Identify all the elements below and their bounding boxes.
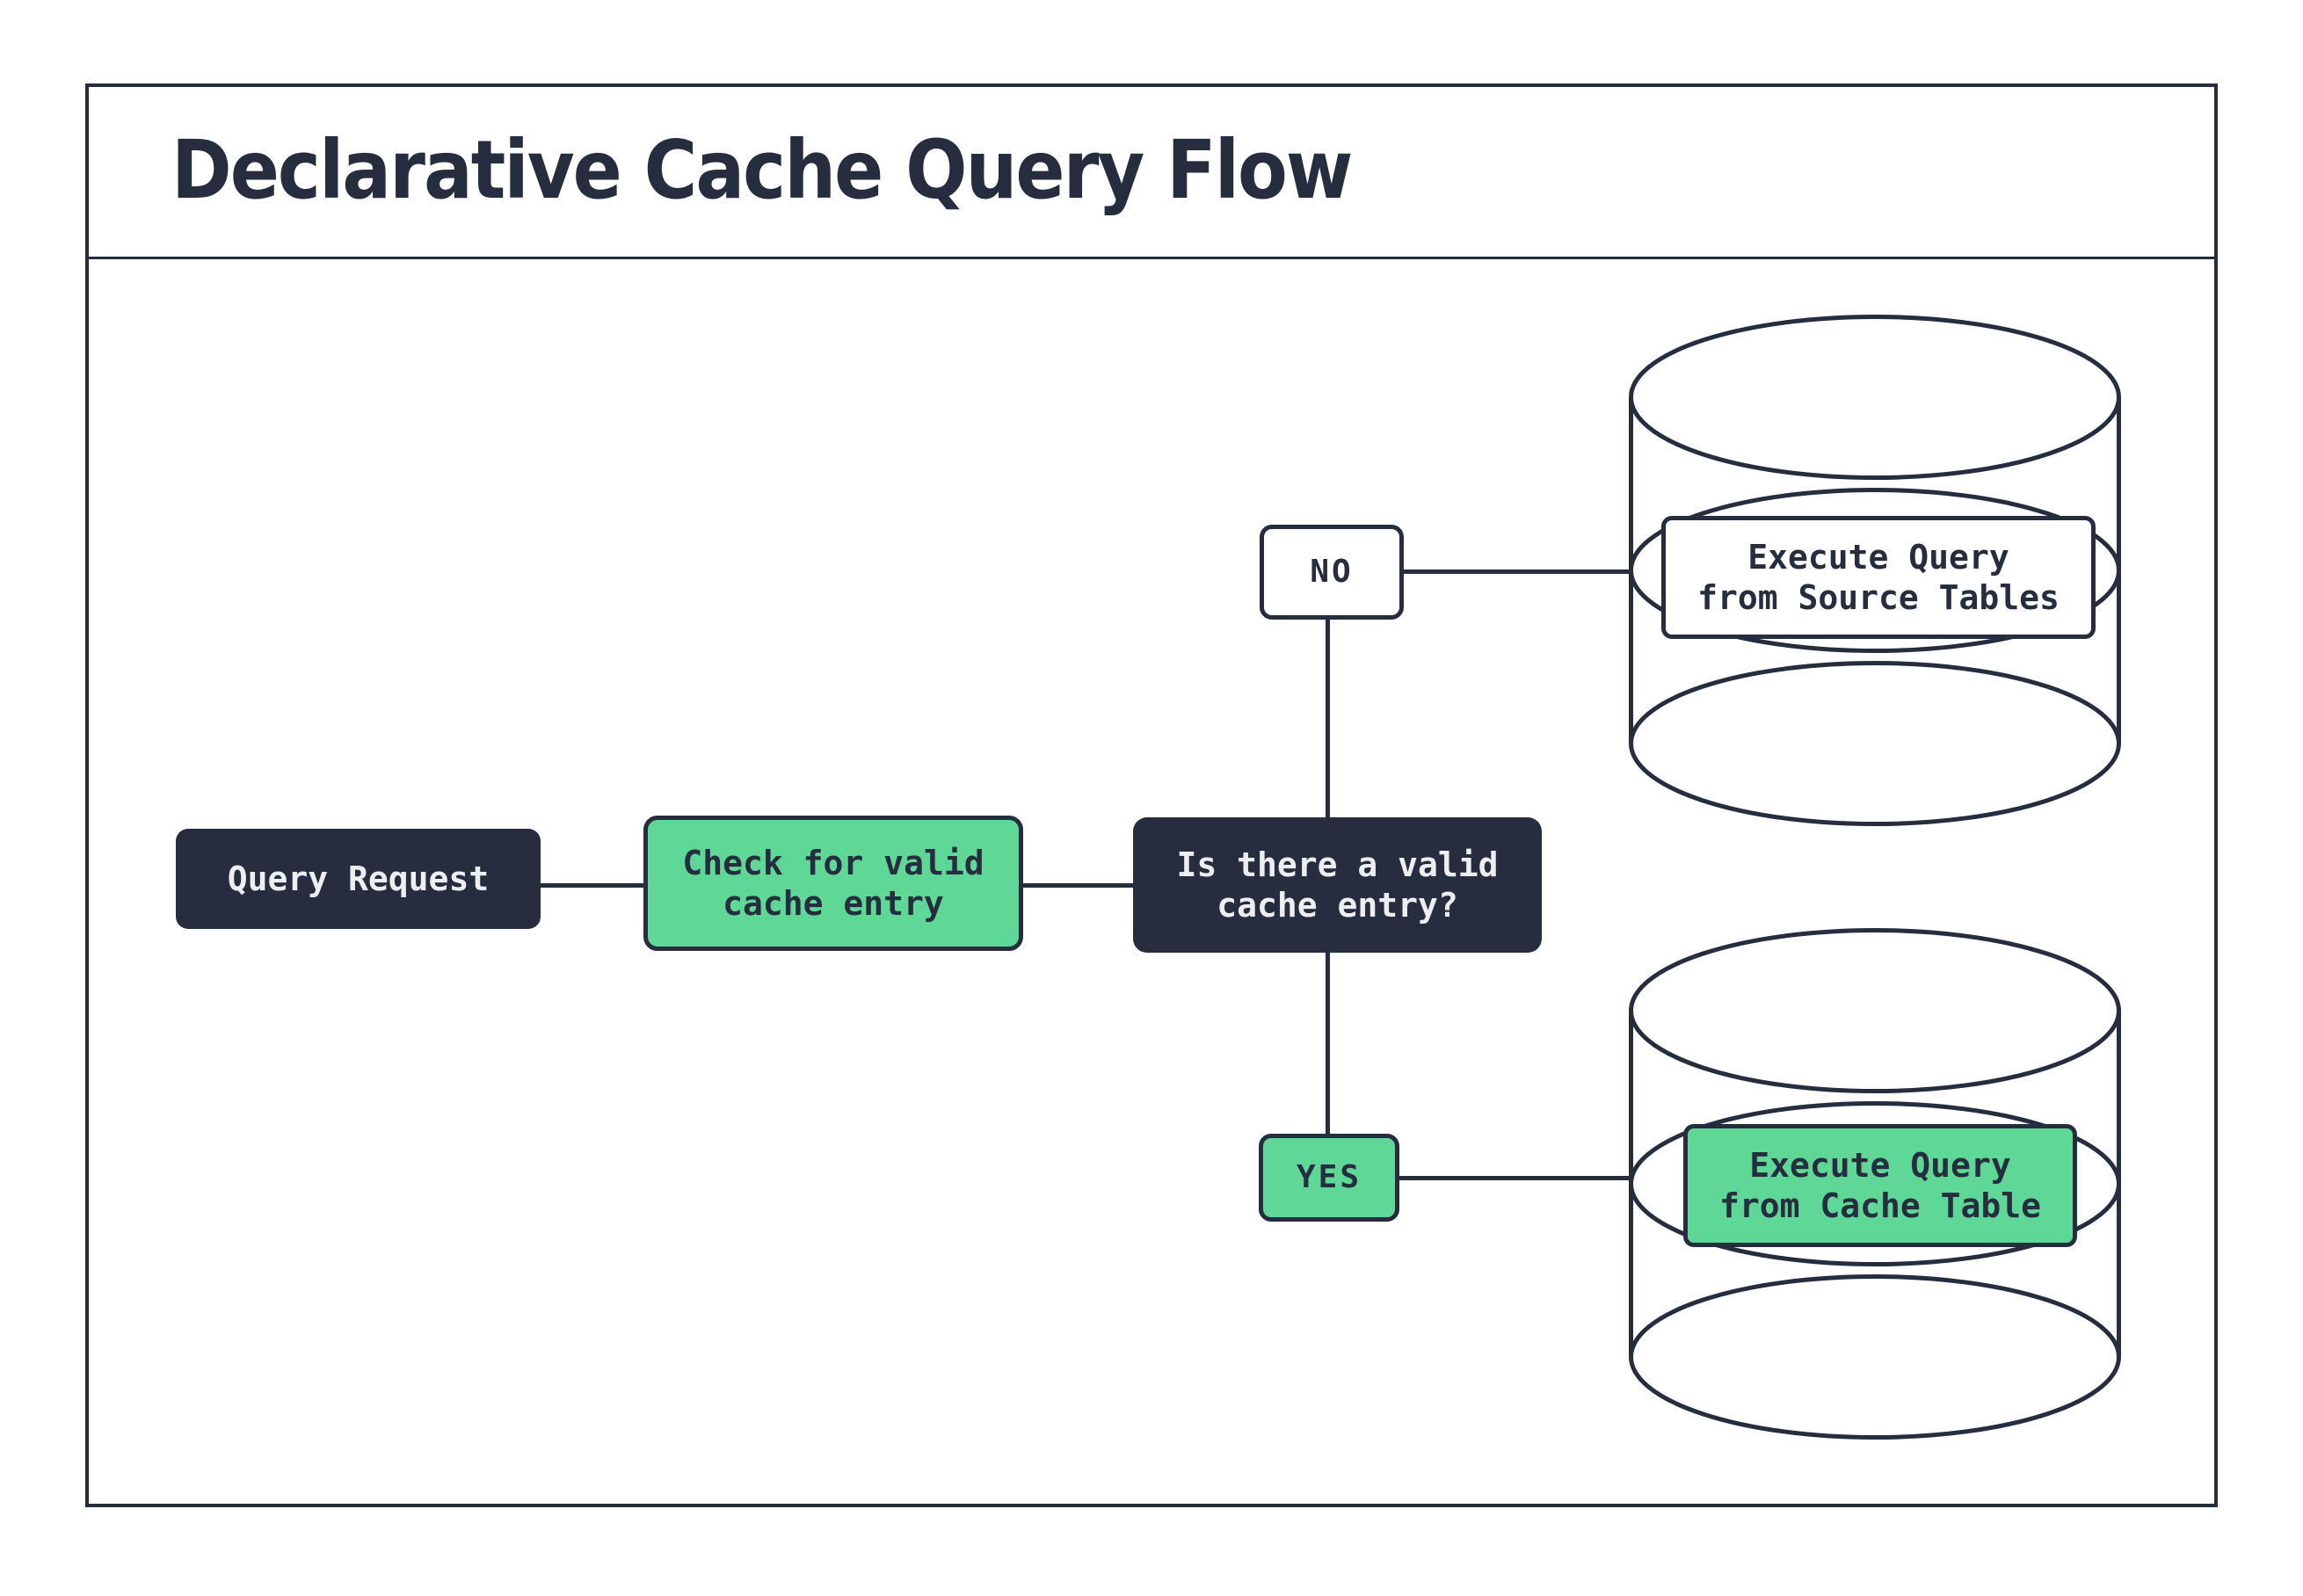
execute-cache-label-line2: from Cache Table xyxy=(1718,1186,2042,1225)
database-cylinder-icon xyxy=(1629,928,2121,1440)
execute-source-label-line2: from Source Tables xyxy=(1697,578,2060,617)
connector-query-to-check xyxy=(541,883,643,888)
execute-source-query-node: Execute Query from Source Tables xyxy=(1661,516,2096,639)
query-request-node: Query Request xyxy=(176,829,541,929)
diagram-header: Declarative Cache Query Flow xyxy=(85,83,2218,259)
source-database-cylinder xyxy=(1629,315,2121,826)
no-branch-node: NO xyxy=(1260,525,1404,620)
decision-label-line2: cache entry? xyxy=(1217,886,1458,925)
check-cache-label-line2: cache entry xyxy=(723,884,944,923)
check-cache-label-line1: Check for valid xyxy=(682,843,984,882)
diagram-frame xyxy=(85,83,2218,1507)
check-cache-node: Check for valid cache entry xyxy=(643,816,1023,951)
decision-label-line1: Is there a valid xyxy=(1176,845,1499,884)
cache-database-cylinder xyxy=(1629,928,2121,1440)
execute-cache-query-node: Execute Query from Cache Table xyxy=(1683,1124,2077,1247)
execute-source-label-line1: Execute Query xyxy=(1747,537,2009,577)
cache-decision-node: Is there a valid cache entry? xyxy=(1133,817,1542,953)
query-request-label: Query Request xyxy=(227,859,490,898)
no-branch-label: NO xyxy=(1310,554,1354,591)
yes-branch-node: YES xyxy=(1259,1134,1399,1222)
connector-no-to-source-db xyxy=(1402,569,1631,574)
page-title: Declarative Cache Query Flow xyxy=(171,123,1353,217)
execute-cache-label-line1: Execute Query xyxy=(1749,1145,2011,1185)
database-cylinder-icon xyxy=(1629,315,2121,826)
yes-branch-label: YES xyxy=(1296,1159,1362,1196)
connector-decision-to-no xyxy=(1326,618,1330,819)
connector-yes-to-cache-db xyxy=(1398,1176,1631,1180)
connector-check-to-decision xyxy=(1023,883,1133,888)
connector-decision-to-yes xyxy=(1326,951,1330,1135)
